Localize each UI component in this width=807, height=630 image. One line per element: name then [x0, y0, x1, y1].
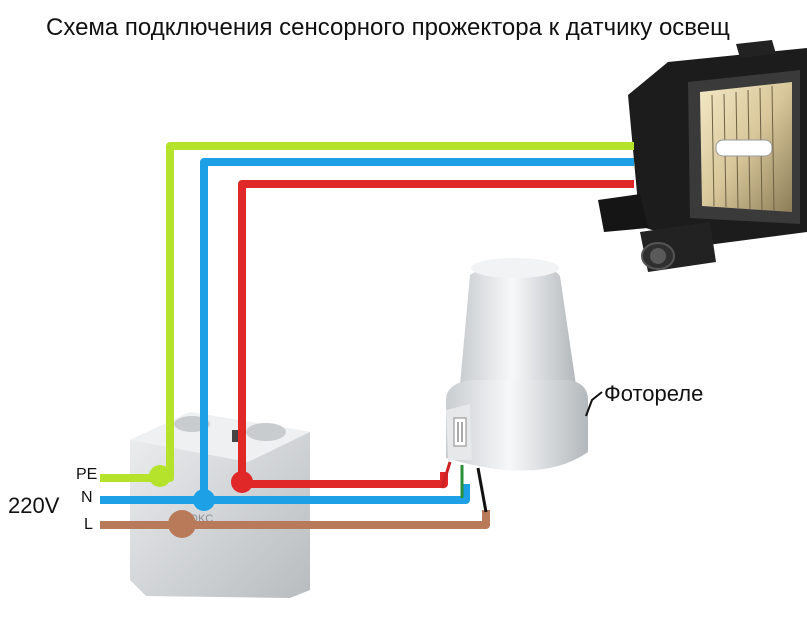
photorelay-pointer	[585, 391, 603, 417]
l-wire	[100, 510, 490, 529]
junction-box-icon: DKC	[130, 412, 310, 598]
floodlight-icon	[598, 40, 807, 272]
n-wire-to-relay	[204, 484, 470, 504]
red-junction-dot	[231, 471, 253, 493]
l-label: L	[84, 516, 93, 533]
pe-junction-dot	[149, 465, 171, 487]
n-junction-dot	[193, 489, 215, 511]
voltage-label: 220V	[8, 493, 60, 518]
pe-label: PE	[76, 466, 98, 483]
pe-wire	[100, 142, 634, 482]
l-junction-dot	[168, 510, 196, 538]
n-label: N	[81, 489, 93, 506]
diagram-title: Схема подключения сенсорного прожектора …	[46, 14, 730, 41]
relay-leads	[440, 461, 488, 513]
n-wire	[100, 158, 634, 504]
photorelay-label: Фотореле	[604, 381, 704, 406]
photo-relay-icon	[446, 258, 588, 471]
